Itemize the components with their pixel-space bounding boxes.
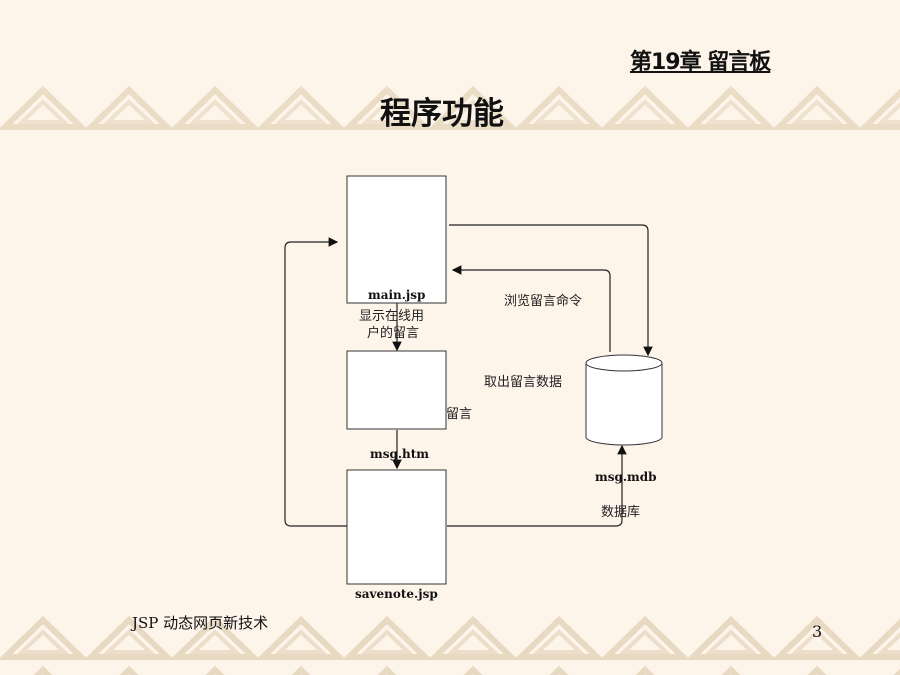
arrow-main-to-db: [449, 224, 653, 357]
node-label-db: msg.mdb: [595, 470, 657, 484]
node-label-savenote: savenote.jsp: [355, 587, 438, 601]
node-label-main: main.jsp: [368, 288, 425, 302]
page-number: 3: [812, 622, 823, 641]
label-show-online: 显示在线用: [359, 309, 424, 324]
node-msg-htm: [346, 350, 447, 430]
label-browse: 浏览留言命令: [504, 293, 582, 309]
label-db-caption: 数据库: [601, 504, 640, 520]
label-publish: 留言: [446, 407, 472, 422]
arrow-savenote-to-main: [284, 237, 347, 527]
decorative-border-bottom: [0, 612, 900, 675]
label-fetch: 取出留言数据: [484, 375, 562, 390]
label-show-online-2: 户的留言: [367, 325, 419, 341]
arrow-savenote-to-db: [447, 444, 627, 527]
decorative-border-top: [0, 82, 900, 132]
footer-text: JSP 动态网页新技术: [132, 614, 269, 632]
node-main-jsp: [346, 175, 447, 304]
node-label-msg: msg.htm: [370, 447, 429, 461]
node-msg-mdb: [585, 354, 663, 446]
arrow-db-to-main: [451, 265, 611, 352]
node-savenote-jsp: [346, 469, 447, 585]
slide-title: 程序功能: [380, 96, 504, 132]
chapter-heading: 第19章 留言板: [630, 50, 771, 75]
